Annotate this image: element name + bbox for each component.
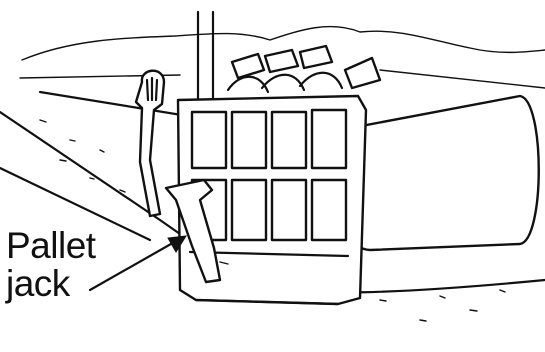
pallet-jack-label: Pallet jack: [6, 227, 96, 303]
callout-arrow: [90, 236, 186, 290]
clamp-tops: [228, 46, 380, 92]
trench-far-edge: [40, 92, 200, 118]
label-line-2: jack: [6, 265, 96, 303]
pole: [198, 12, 213, 100]
label-line-1: Pallet: [6, 227, 96, 265]
grass-line: [20, 70, 545, 88]
